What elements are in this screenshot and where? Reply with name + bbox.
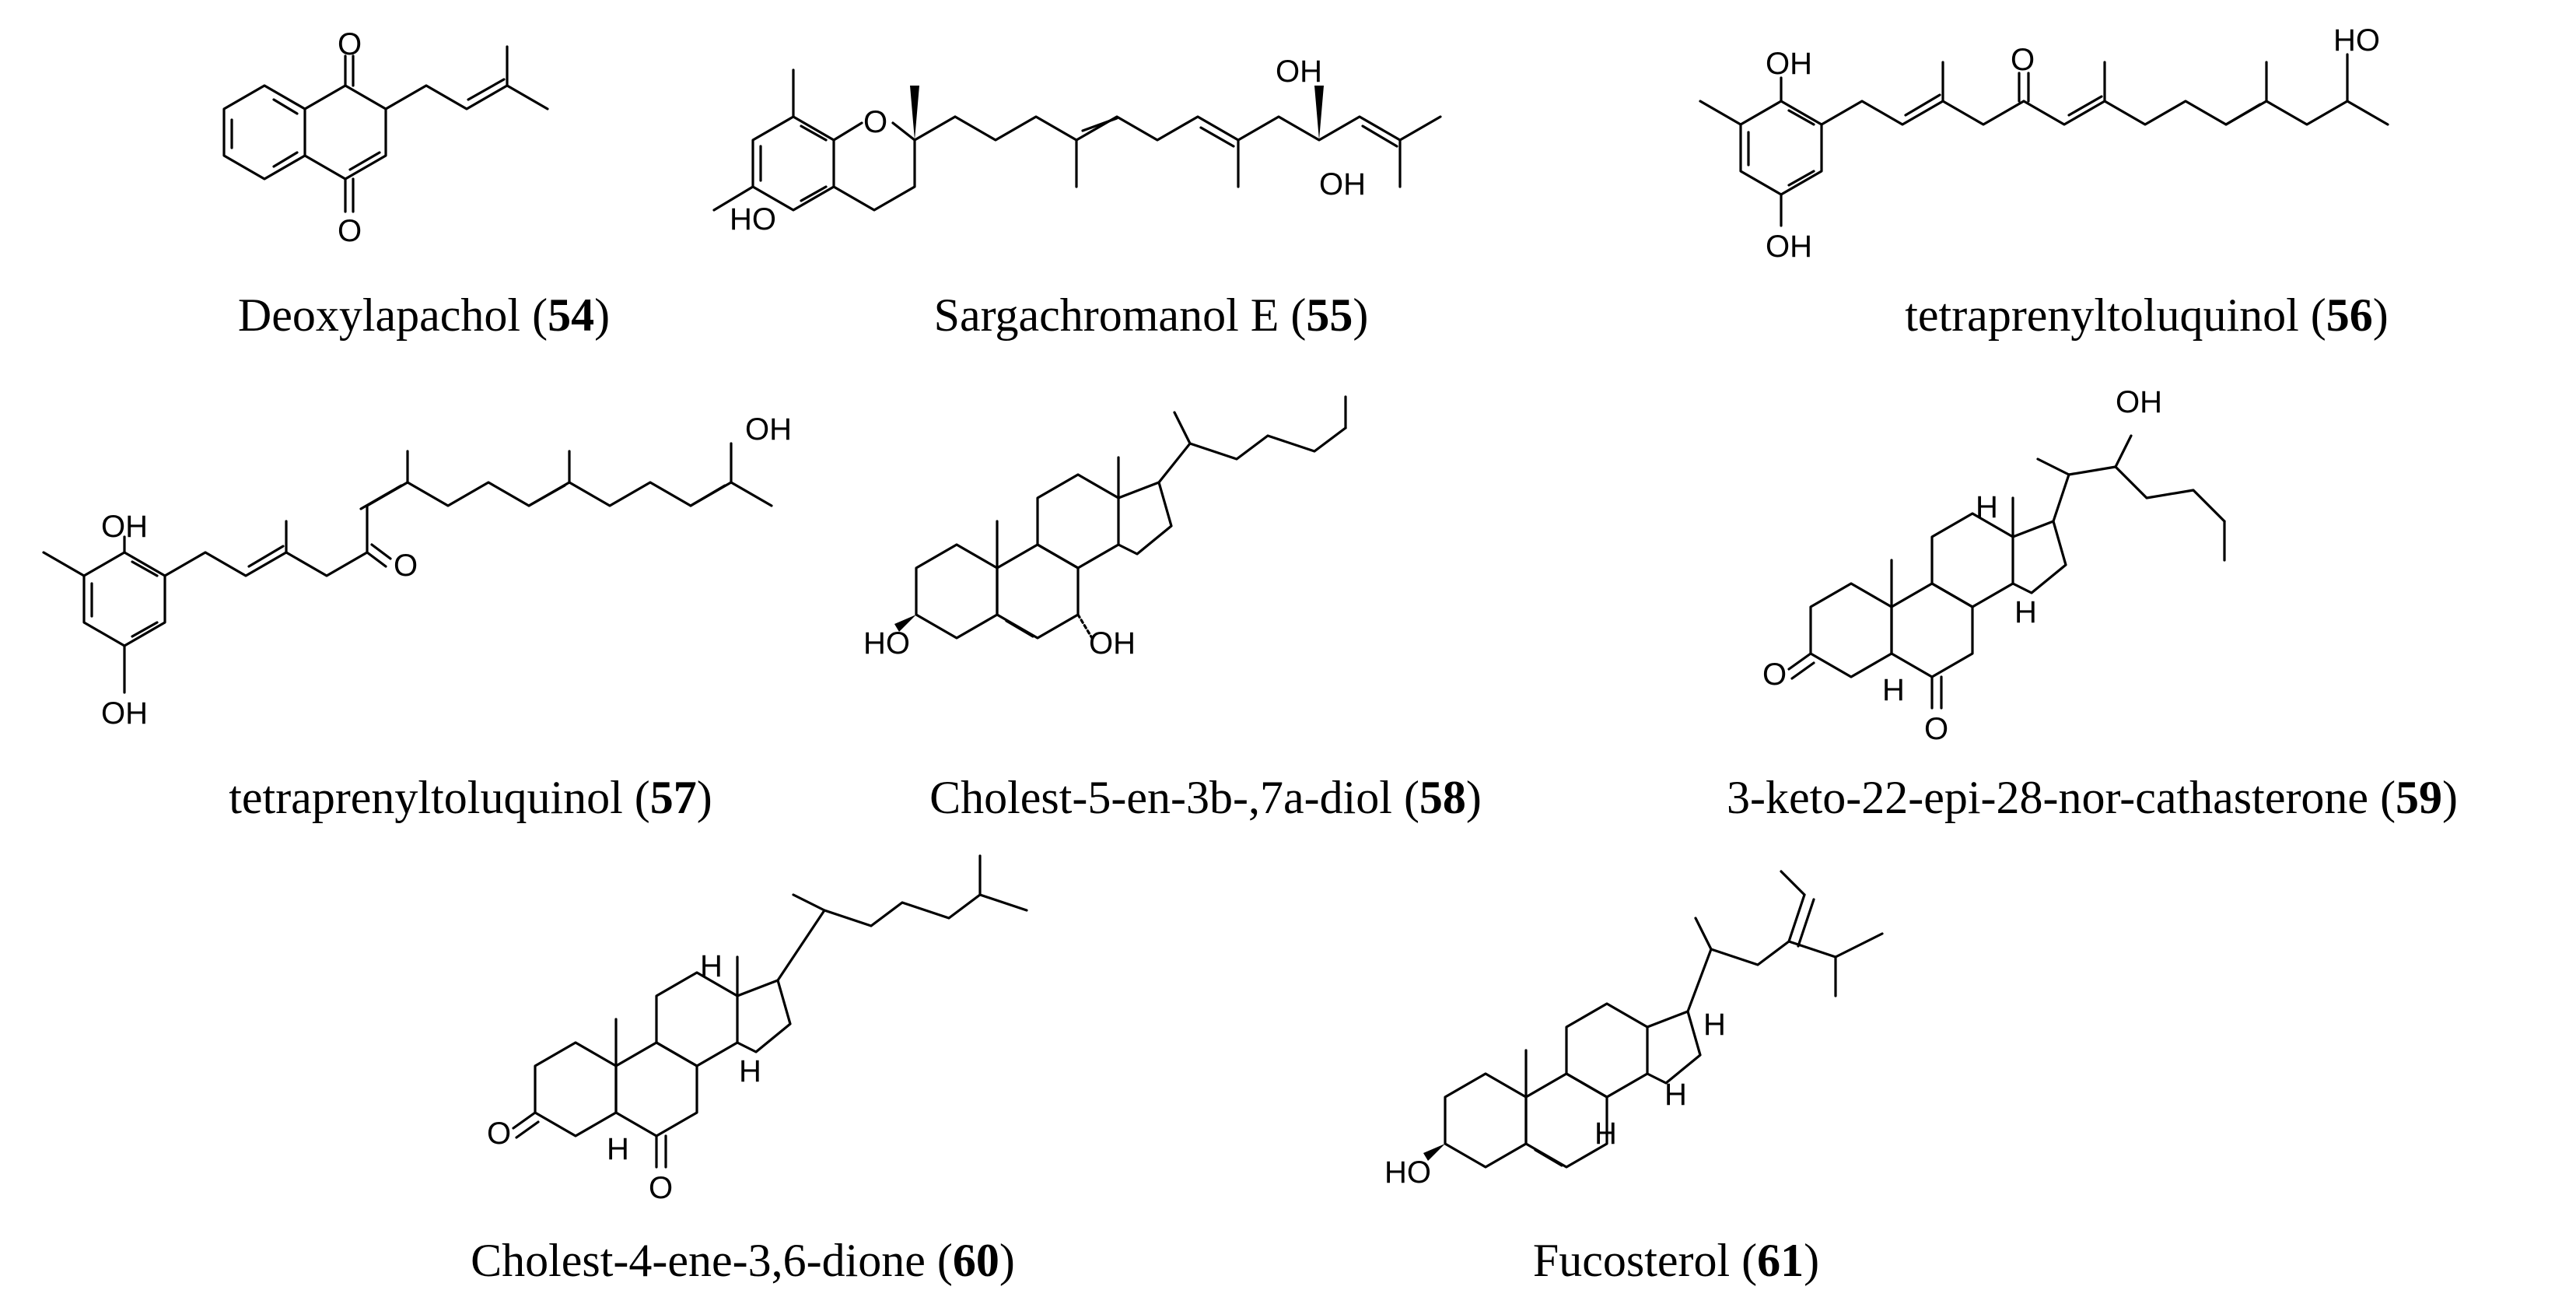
atom-label-h: H [700,949,723,983]
atom-label-o: O [338,214,362,248]
atom-label-o: O [1924,712,1948,746]
caption-61: Fucosterol (61) [1533,1235,1819,1286]
atom-label-h: H [1594,1116,1617,1151]
caption-61-name: Fucosterol [1533,1235,1730,1286]
atom-label-o: O [649,1171,673,1205]
structure-55-sargachromanol-e [712,68,1442,212]
caption-59-name: 3-keto-22-epi-28-nor-cathasterone [1727,772,2368,823]
caption-60-name: Cholest-4-ene-3,6-dione [471,1235,926,1286]
structure-57-tetraprenyltoluquinol [42,442,773,694]
caption-60: Cholest-4-ene-3,6-dione (60) [471,1235,1015,1286]
caption-61-number: 61 [1757,1235,1804,1286]
atom-label-h: H [1664,1078,1687,1112]
caption-56-number: 56 [2326,289,2373,341]
caption-54: Deoxylapachol (54) [238,289,610,341]
structure-59-keto-nor-cathasterone [1787,434,2226,710]
caption-54-name: Deoxylapachol [238,289,520,341]
atom-label-o: O [394,549,418,583]
structure-60-cholest-dione [512,854,1028,1169]
atom-label-h: H [1976,490,1998,524]
structure-56-tetraprenyltoluquinol [1699,53,2389,227]
caption-54-number: 54 [548,289,594,341]
atom-label-o: O [1762,657,1787,692]
atom-label-oh: OH [1319,167,1366,202]
atom-label-oh: OH [1766,230,1812,264]
caption-59: 3-keto-22-epi-28-nor-cathasterone (59) [1727,772,2458,823]
caption-55-number: 55 [1306,289,1353,341]
caption-60-number: 60 [953,1235,999,1286]
structure-61-fucosterol [1423,870,1884,1169]
caption-57: tetraprenyltoluquinol (57) [229,772,712,823]
atom-label-oh: OH [745,412,792,447]
caption-55: Sargachromanol E (55) [934,289,1369,341]
atom-label-ho: HO [730,202,776,237]
atom-label-oh: OH [2116,385,2162,419]
atom-label-h: H [2014,595,2037,629]
atom-label-ho: HO [863,626,910,661]
caption-57-name: tetraprenyltoluquinol [229,772,623,823]
atom-label-oh: OH [1276,54,1322,89]
atom-label-h: H [1703,1008,1726,1042]
atom-label-h: H [739,1054,761,1088]
caption-58-name: Cholest-5-en-3b-,7a-diol [929,772,1392,823]
caption-58: Cholest-5-en-3b-,7a-diol (58) [929,772,1482,823]
caption-57-number: 57 [650,772,697,823]
atom-label-ho: HO [2333,23,2380,58]
structure-54-deoxylapachol [222,45,549,213]
caption-56-name: tetraprenyltoluquinol [1905,289,2299,341]
atom-label-oh: OH [1766,47,1812,81]
caption-56: tetraprenyltoluquinol (56) [1905,289,2389,341]
atom-label-o: O [863,105,887,139]
atom-label-o: O [338,27,362,61]
structure-58-cholest-diol [894,395,1347,640]
caption-55-name: Sargachromanol E [934,289,1279,341]
atom-label-h: H [1882,673,1905,707]
atom-label-oh: OH [101,696,148,731]
caption-59-number: 59 [2396,772,2442,823]
atom-label-o: O [487,1116,511,1151]
atom-label-oh: OH [1089,626,1136,661]
atom-label-ho: HO [1384,1155,1431,1190]
atom-label-oh: OH [101,510,148,544]
atom-label-h: H [607,1132,629,1166]
caption-58-number: 58 [1419,772,1466,823]
atom-label-o: O [2011,43,2035,77]
